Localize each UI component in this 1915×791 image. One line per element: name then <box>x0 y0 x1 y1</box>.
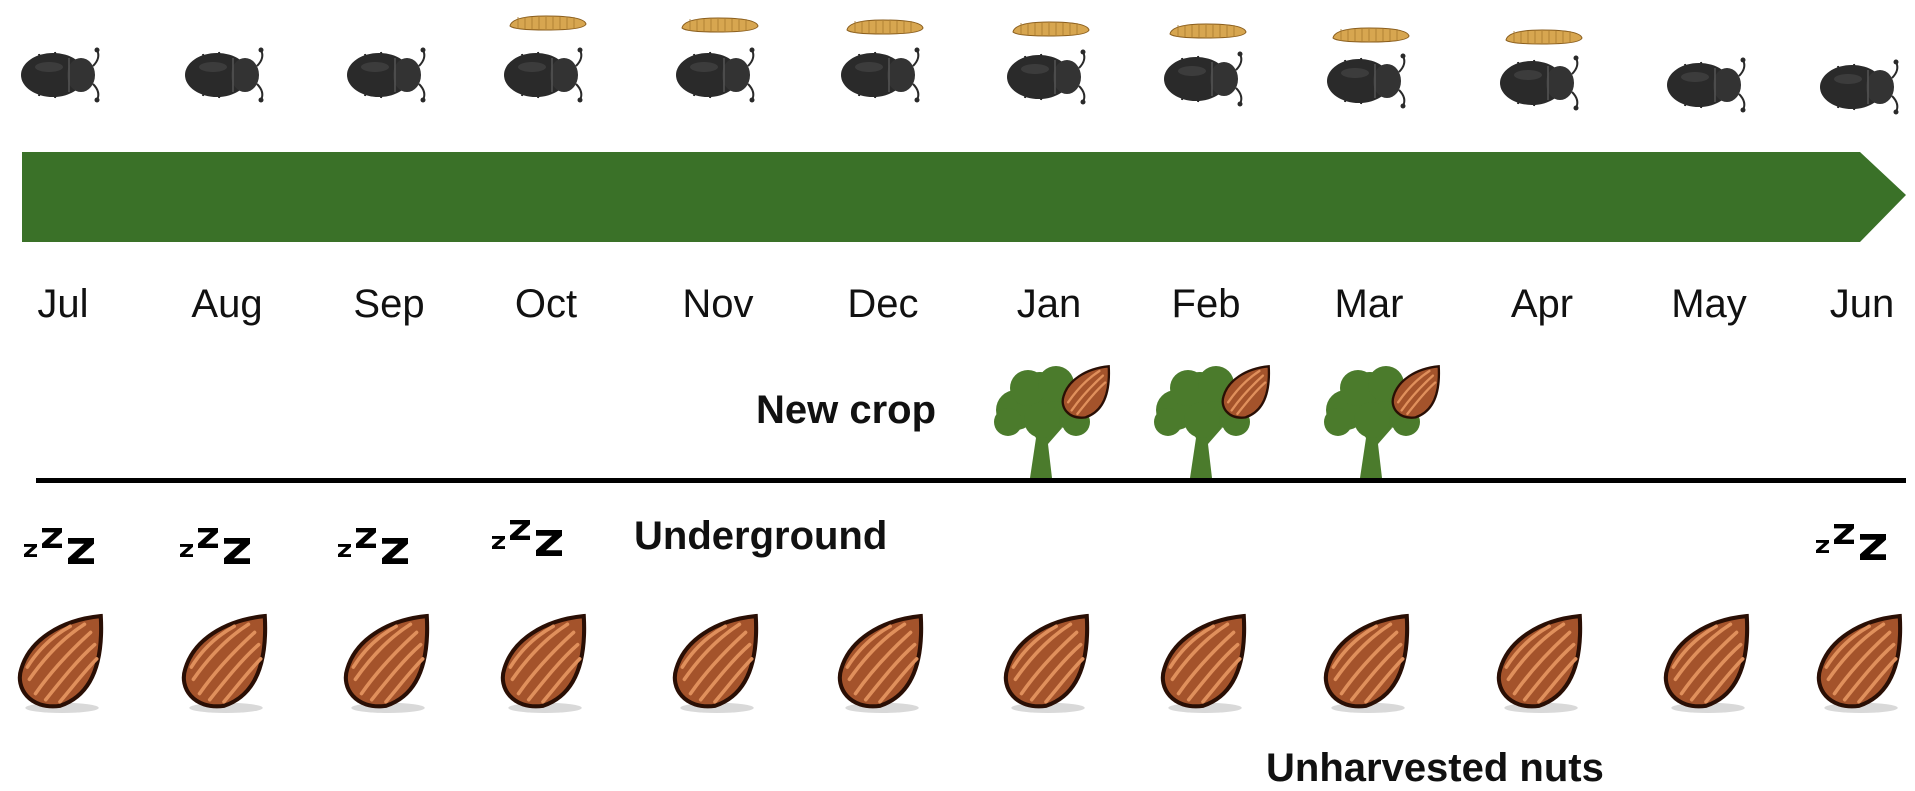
almond-icon <box>341 612 433 714</box>
beetle-icon <box>833 40 933 110</box>
sleep-zzz-icon <box>22 518 102 578</box>
tree-with-nut-icon <box>1316 360 1446 480</box>
almond-icon <box>1321 612 1413 714</box>
month-label: Mar <box>1334 282 1404 326</box>
month-label: Nov <box>682 282 754 326</box>
larva-icon <box>1009 18 1093 40</box>
unharvested-nuts-label: Unharvested nuts <box>1266 746 1604 790</box>
tree-with-nut-icon <box>1146 360 1276 480</box>
month-label: Oct <box>514 282 578 326</box>
beetle-icon <box>177 40 277 110</box>
month-label: Apr <box>1510 282 1574 326</box>
almond-icon <box>1001 612 1093 714</box>
sleep-zzz-icon <box>178 518 258 578</box>
beetle-icon <box>668 40 768 110</box>
sleep-zzz-icon <box>1814 514 1894 574</box>
beetle-row <box>0 0 1915 120</box>
beetle-icon <box>1156 44 1256 114</box>
almond-icon <box>1814 612 1906 714</box>
almond-icon <box>498 612 590 714</box>
underground-label: Underground <box>634 514 888 558</box>
month-label: Jun <box>1829 282 1895 326</box>
new-crop-label: New crop <box>756 388 937 432</box>
month-label: Aug <box>191 282 263 326</box>
month-label: Sep <box>353 282 425 326</box>
timeline-arrow <box>22 152 1906 242</box>
ground-divider <box>36 478 1906 483</box>
beetle-icon <box>1319 46 1419 116</box>
beetle-icon <box>1659 50 1759 120</box>
larva-icon <box>1166 20 1250 42</box>
larva-icon <box>1502 26 1586 48</box>
beetle-icon <box>13 40 113 110</box>
almond-icon <box>15 612 107 714</box>
larva-icon <box>1329 24 1413 46</box>
beetle-icon <box>1812 52 1912 122</box>
almond-icon <box>1158 612 1250 714</box>
sleep-zzz-icon <box>336 518 416 578</box>
month-label: May <box>1671 282 1747 326</box>
almond-icon <box>1494 612 1586 714</box>
almond-icon <box>179 612 271 714</box>
larva-icon <box>678 14 762 36</box>
almond-icon <box>835 612 927 714</box>
larva-icon <box>506 12 590 34</box>
month-label: Jan <box>1016 282 1082 326</box>
larva-icon <box>843 16 927 38</box>
month-label: Feb <box>1171 282 1241 326</box>
beetle-icon <box>496 40 596 110</box>
beetle-icon <box>1492 48 1592 118</box>
month-label: Dec <box>847 282 919 326</box>
almond-icon <box>670 612 762 714</box>
beetle-icon <box>999 42 1099 112</box>
sleep-zzz-icon <box>490 510 570 570</box>
tree-with-nut-icon <box>986 360 1116 480</box>
month-label: Jul <box>37 282 89 326</box>
beetle-icon <box>339 40 439 110</box>
almond-icon <box>1661 612 1753 714</box>
